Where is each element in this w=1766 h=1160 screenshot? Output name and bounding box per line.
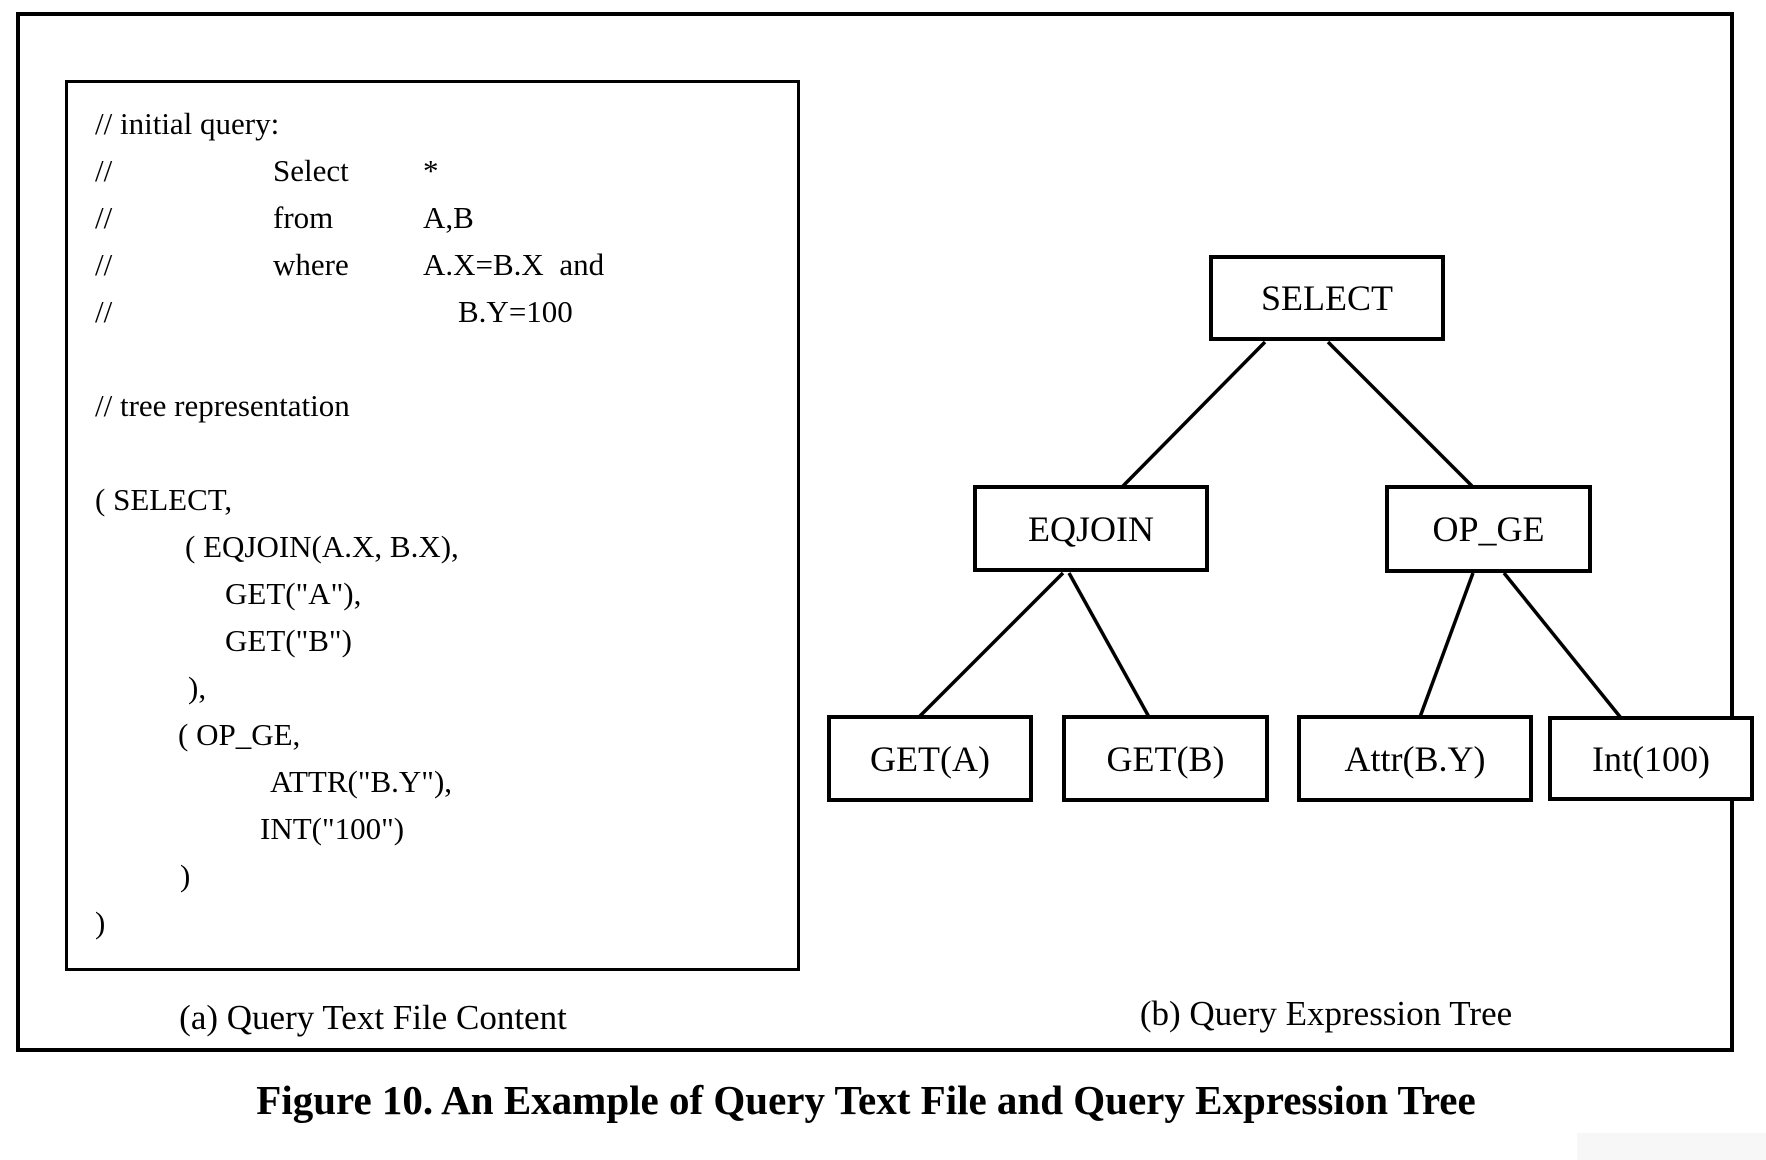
code-text: where — [273, 247, 349, 282]
code-text: ( SELECT, — [95, 482, 233, 517]
code-line: ) — [68, 852, 797, 899]
code-text: ) — [180, 858, 191, 893]
code-text: A,B — [423, 200, 474, 235]
code-line: ( EQJOIN(A.X, B.X), — [68, 523, 797, 570]
code-line: ) — [68, 899, 797, 946]
panel-b-caption: (b) Query Expression Tree — [1139, 994, 1513, 1033]
code-line: // Select * — [68, 147, 797, 194]
code-line: // from A,B — [68, 194, 797, 241]
tree-node-select: SELECT — [1209, 255, 1445, 341]
code-text: INT("100") — [260, 811, 405, 846]
edge-opge-attrby — [1418, 572, 1475, 718]
figure-frame: // initial query: // Select * // from A,B // whe… — [16, 12, 1754, 1052]
code-text: // — [95, 153, 113, 188]
code-text: B.Y=100 — [458, 294, 573, 329]
code-line: GET("A"), — [68, 570, 797, 617]
query-text-file-box: // initial query: // Select * // from A,B // whe… — [65, 80, 800, 971]
code-text: ( OP_GE, — [178, 717, 301, 752]
code-line: GET("B") — [68, 617, 797, 664]
figure-caption: Figure 10. An Example of Query Text File… — [256, 1077, 1476, 1123]
code-text: from — [273, 200, 334, 235]
code-text: ) — [95, 905, 106, 940]
code-text: Select — [273, 153, 349, 188]
tree-node-get-a: GET(A) — [827, 715, 1033, 802]
code-text: A.X=B.X and — [423, 247, 605, 282]
code-line: ( SELECT, — [68, 476, 797, 523]
scan-artifact — [1577, 1133, 1766, 1160]
edge-opge-int100 — [1502, 571, 1623, 720]
code-line: ATTR("B.Y"), — [68, 758, 797, 805]
code-text: // — [95, 294, 113, 329]
tree-node-eqjoin: EQJOIN — [973, 485, 1209, 572]
code-line: // initial query: — [68, 100, 797, 147]
edge-select-eqjoin — [1121, 340, 1267, 488]
code-text: GET("B") — [225, 623, 352, 658]
code-text: * — [423, 153, 439, 188]
code-line: INT("100") — [68, 805, 797, 852]
edge-select-opge — [1326, 340, 1474, 488]
panel-a-caption: (a) Query Text File Content — [179, 998, 567, 1037]
code-text: ( EQJOIN(A.X, B.X), — [185, 529, 459, 564]
code-line: ( OP_GE, — [68, 711, 797, 758]
code-line — [68, 335, 797, 382]
code-text: ), — [188, 670, 207, 705]
tree-node-attr-by: Attr(B.Y) — [1297, 715, 1533, 802]
code-text: ATTR("B.Y"), — [270, 764, 453, 799]
code-line: ), — [68, 664, 797, 711]
tree-node-int-100: Int(100) — [1548, 716, 1754, 801]
code-line: // tree representation — [68, 382, 797, 429]
code-text: // — [95, 247, 113, 282]
code-text: // initial query: — [95, 106, 280, 141]
edge-eqjoin-getb — [1067, 572, 1151, 718]
tree-node-op-ge: OP_GE — [1385, 485, 1592, 573]
code-line — [68, 429, 797, 476]
code-text: // — [95, 200, 113, 235]
edge-eqjoin-geta — [917, 571, 1065, 719]
code-line: // where A.X=B.X and — [68, 241, 797, 288]
code-line: // B.Y=100 — [68, 288, 797, 335]
code-text: GET("A"), — [225, 576, 362, 611]
tree-node-get-b: GET(B) — [1062, 715, 1269, 802]
code-text: // tree representation — [95, 388, 350, 423]
